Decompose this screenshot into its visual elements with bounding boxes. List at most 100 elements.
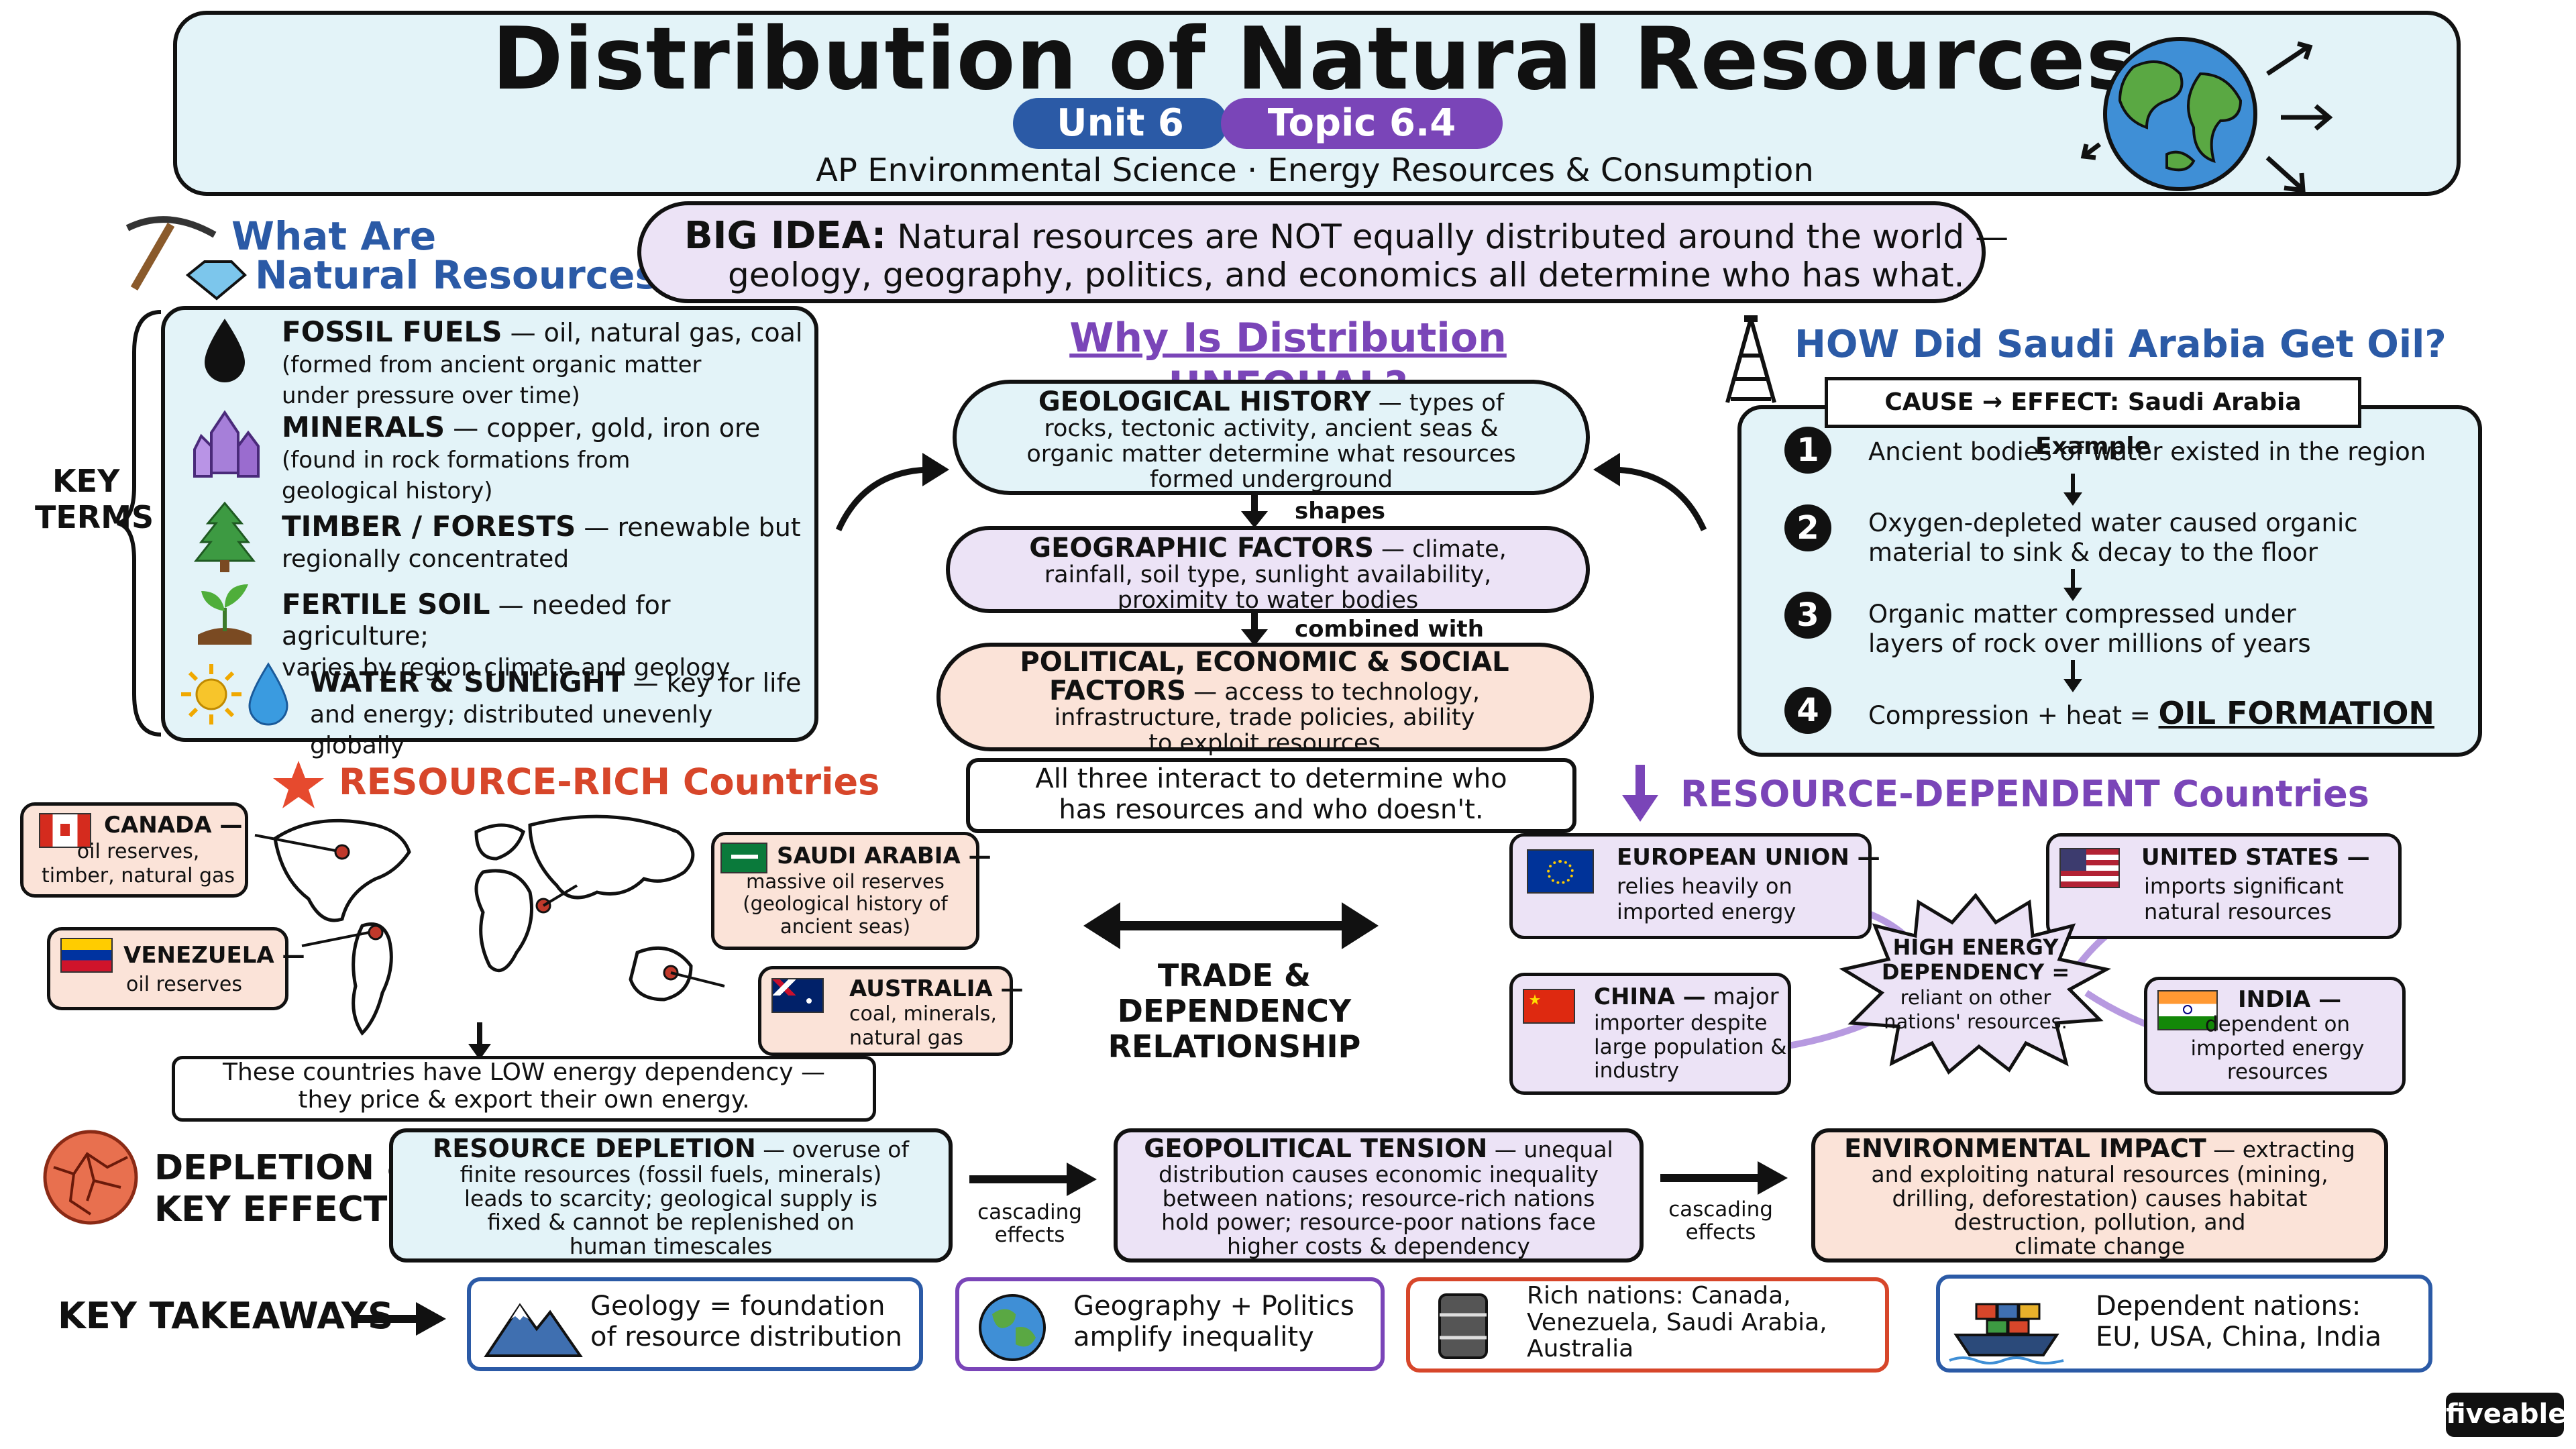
- what-are-heading-1: What Are: [231, 213, 437, 259]
- cascade-arrow-1: [969, 1163, 1097, 1196]
- step-1-number: 1: [1784, 427, 1831, 474]
- sprout-icon: [198, 584, 252, 645]
- venezuela-desc: oil reserves: [126, 973, 242, 996]
- mountain-icon: [484, 1303, 583, 1357]
- saudi-flag-icon: [720, 843, 767, 873]
- step-4-number: 4: [1784, 687, 1831, 734]
- big-idea-bubble: [637, 201, 1986, 303]
- key-term-minerals: MINERALS — copper, gold, iron ore (found…: [282, 411, 761, 504]
- cracked-earth-icon: [43, 1130, 138, 1225]
- venezuela-flag-icon: [60, 938, 113, 973]
- canada-flag-icon: [39, 813, 91, 848]
- page-subtitle: AP Environmental Science · Energy Resour…: [816, 152, 1814, 189]
- venezuela-name: VENEZUELA —: [123, 942, 305, 969]
- big-idea-label: BIG IDEA:: [684, 214, 887, 258]
- step-4-text: Compression + heat = OIL FORMATION: [1868, 695, 2434, 731]
- saudi-card: [711, 832, 979, 950]
- shapes-label: shapes: [1295, 498, 1386, 525]
- arrow-down-1: [1241, 491, 1268, 528]
- dependent-title: RESOURCE-DEPENDENT Countries: [1680, 773, 2369, 815]
- purple-down-arrow-icon: [1622, 765, 1658, 822]
- fiveable-logo: fiveable: [2446, 1393, 2566, 1437]
- canada-desc: oil reserves,timber, natural gas: [41, 840, 235, 888]
- oil-derrick-icon: [1725, 315, 1776, 403]
- takeaways-arrow: [352, 1302, 446, 1336]
- star-icon: [273, 761, 324, 808]
- resource-depletion-box: [389, 1128, 953, 1263]
- environmental-impact-box: [1811, 1128, 2388, 1263]
- step-3-number: 3: [1784, 592, 1831, 639]
- step-arrow-3: [2063, 660, 2082, 692]
- step-2-number: 2: [1784, 504, 1831, 551]
- australia-flag-icon: [771, 978, 824, 1013]
- cause-effect-tab: CAUSE → EFFECT: Saudi Arabia Example: [1825, 377, 2361, 460]
- unit-pill: Unit 6: [1013, 98, 1228, 149]
- political-factors-pill: [936, 643, 1594, 751]
- saudi-oil-title: HOW Did Saudi Arabia Get Oil?: [1794, 323, 2447, 366]
- china-name: CHINA — major: [1594, 983, 1779, 1010]
- big-idea-line2: geology, geography, politics, and econom…: [728, 256, 1965, 294]
- low-dependency-text: These countries have LOW energy dependen…: [223, 1059, 825, 1114]
- india-flag-icon: [2157, 990, 2218, 1030]
- oil-drop-icon: [205, 319, 245, 382]
- key-terms-brace: [117, 310, 162, 737]
- step-arrow-1: [2063, 474, 2082, 506]
- cargo-ship-icon: [1949, 1303, 2064, 1364]
- eu-name: EUROPEAN UNION —: [1617, 844, 1880, 871]
- saudi-desc: massive oil reserves(geological history …: [743, 870, 948, 938]
- us-flag-icon: [2059, 848, 2120, 888]
- topic-pill: Topic 6.4: [1221, 98, 1503, 149]
- geological-history-text: GEOLOGICAL HISTORY — types of rocks, tec…: [1026, 386, 1516, 493]
- water-drop-icon: [248, 662, 288, 726]
- earth-icon: [979, 1294, 1046, 1361]
- curved-arrow-right: [1593, 453, 1707, 531]
- key-term-fertile-soil: FERTILE SOIL — needed for agriculture; v…: [282, 588, 731, 682]
- key-term-fossil-fuels: FOSSIL FUELS — oil, natural gas, coal (f…: [282, 315, 803, 409]
- depletion-label: DEPLETION &KEY EFFECTS: [154, 1148, 417, 1230]
- all-three-box: [966, 758, 1576, 833]
- key-terms-label-1: KEY: [52, 463, 120, 499]
- big-idea-text1: Natural resources are NOT equally distri…: [897, 217, 2009, 256]
- step-arrow-2: [2063, 569, 2082, 601]
- world-map: [254, 814, 725, 1036]
- rich-title: RESOURCE-RICH Countries: [339, 761, 880, 803]
- crystal-icon: [193, 410, 260, 478]
- curved-arrow-left: [835, 453, 949, 531]
- page-title: Distribution of Natural Resources: [492, 9, 2138, 109]
- geographic-factors-pill: [946, 526, 1590, 613]
- india-name: INDIA —: [2238, 986, 2342, 1013]
- canada-name: CANADA —: [104, 812, 243, 839]
- key-terms-label-2: TERMS: [35, 499, 154, 535]
- geopolitical-tension-box: [1114, 1128, 1644, 1263]
- big-idea-line1: BIG IDEA: Natural resources are NOT equa…: [684, 213, 2008, 258]
- eu-flag-icon: [1527, 849, 1594, 894]
- china-flag-icon: [1523, 989, 1575, 1024]
- oil-barrel-icon: [1438, 1293, 1488, 1359]
- energy-dependency-burst: [1839, 893, 2112, 1075]
- key-term-timber: TIMBER / FORESTS — renewable but regiona…: [282, 510, 801, 574]
- low-dependency-note: [172, 1056, 876, 1122]
- arrow-down-2: [1241, 609, 1268, 646]
- geographic-factors-text: GEOGRAPHIC FACTORS — climate, rainfall, …: [1029, 533, 1507, 614]
- combined-with-label: combined with: [1295, 616, 1484, 643]
- takeaway-rich-text: Rich nations: Canada,Venezuela, Saudi Ar…: [1527, 1282, 1827, 1363]
- australia-name: AUSTRALIA —: [849, 975, 1024, 1002]
- pickaxe-gem-icon: [125, 216, 247, 301]
- us-name: UNITED STATES —: [2141, 844, 2370, 871]
- trade-double-arrow: [1083, 902, 1379, 949]
- geopolitical-tension-text: GEOPOLITICAL TENSION — unequal distribut…: [1144, 1134, 1613, 1259]
- key-term-water-sunlight: WATER & SUNLIGHT — key for life and ener…: [310, 665, 802, 759]
- political-factors-text: POLITICAL, ECONOMIC & SOCIAL FACTORS — a…: [1020, 647, 1509, 757]
- why-unequal-title: Why Is Distribution UNEQUAL?: [1069, 315, 1507, 410]
- key-takeaways-label: KEY TAKEAWAYS: [58, 1295, 394, 1337]
